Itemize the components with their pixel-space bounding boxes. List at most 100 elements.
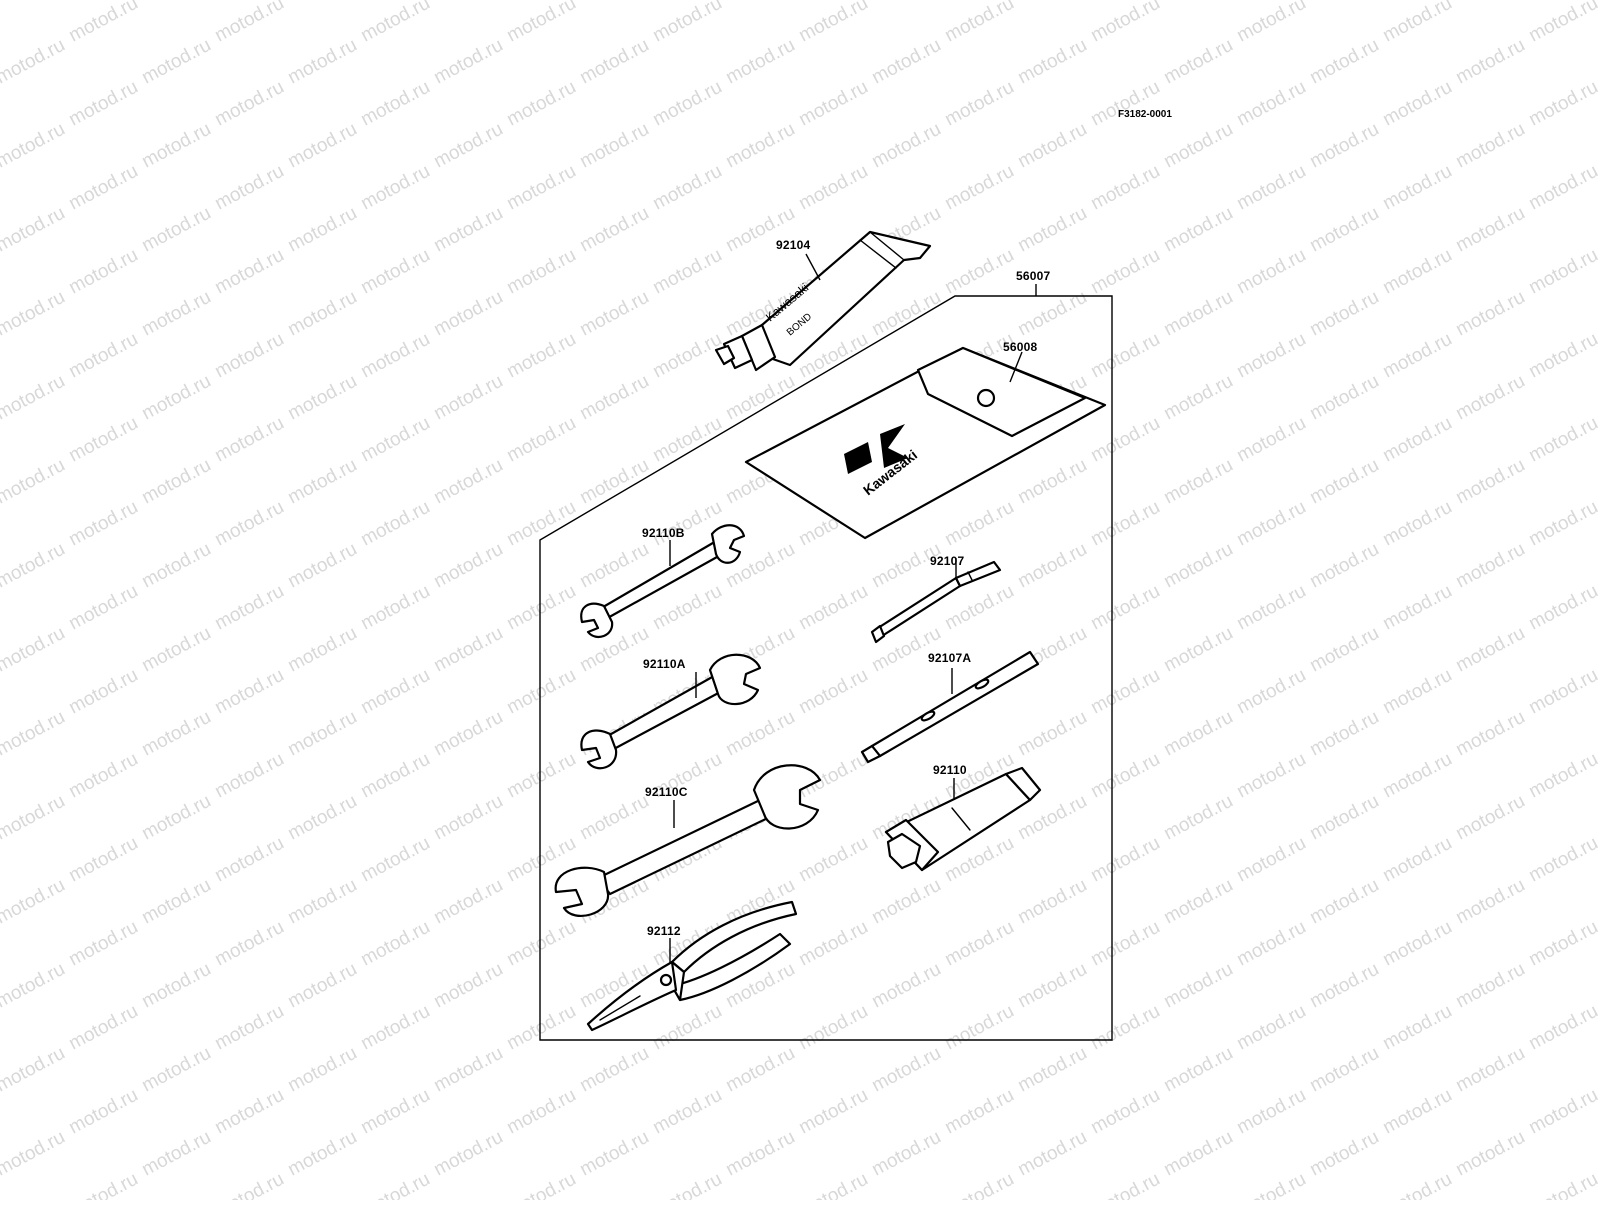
watermark-text: motod.ru: [576, 1043, 652, 1097]
watermark-text: motod.ru: [1160, 959, 1236, 1013]
watermark-text: motod.ru: [65, 917, 141, 971]
watermark-text: motod.ru: [1087, 77, 1163, 131]
watermark-text: motod.ru: [1160, 371, 1236, 425]
watermark-text: motod.ru: [1525, 0, 1600, 46]
watermark-text: motod.ru: [722, 1127, 798, 1181]
watermark-text: motod.ru: [430, 1043, 506, 1097]
watermark-text: motod.ru: [1014, 707, 1090, 761]
plug-wrench-92110: [884, 766, 1042, 872]
watermark-text: motod.ru: [138, 791, 214, 845]
watermark-text: motod.ru: [1452, 875, 1528, 929]
watermark-text: motod.ru: [1087, 833, 1163, 887]
watermark-text: motod.ru: [1306, 623, 1382, 677]
watermark-text: motod.ru: [795, 665, 871, 719]
watermark-text: motod.ru: [430, 35, 506, 89]
watermark-text: motod.ru: [65, 1085, 141, 1139]
watermark-text: motod.ru: [1160, 35, 1236, 89]
watermark-text: motod.ru: [941, 161, 1017, 215]
watermark-text: motod.ru: [941, 0, 1017, 46]
watermark-text: motod.ru: [65, 245, 141, 299]
watermark-text: motod.ru: [1525, 245, 1600, 299]
watermark-text: motod.ru: [430, 539, 506, 593]
watermark-text: motod.ru: [1452, 707, 1528, 761]
watermark-text: motod.ru: [795, 1001, 871, 1055]
watermark-text: motod.ru: [284, 1043, 360, 1097]
watermark-text: motod.ru: [1306, 0, 1382, 4]
watermark-text: motod.ru: [284, 707, 360, 761]
watermark-text: motod.ru: [1452, 791, 1528, 845]
watermark-text: motod.ru: [1160, 875, 1236, 929]
watermark-text: motod.ru: [576, 287, 652, 341]
watermark-text: motod.ru: [211, 665, 287, 719]
watermark-text: motod.ru: [284, 203, 360, 257]
watermark-text: motod.ru: [0, 791, 69, 845]
watermark-text: motod.ru: [1160, 791, 1236, 845]
screwdriver-92107a: [860, 650, 1040, 764]
watermark-text: motod.ru: [211, 581, 287, 635]
watermark-text: motod.ru: [1087, 581, 1163, 635]
watermark-text: motod.ru: [1233, 833, 1309, 887]
watermark-text: motod.ru: [868, 1127, 944, 1181]
watermark-text: motod.ru: [357, 917, 433, 971]
watermark-text: motod.ru: [1160, 455, 1236, 509]
callout-wrench-b: 92110B: [642, 526, 685, 540]
watermark-text: motod.ru: [576, 371, 652, 425]
watermark-text: motod.ru: [1233, 581, 1309, 635]
watermark-text: motod.ru: [430, 0, 506, 4]
watermark-text: motod.ru: [503, 413, 579, 467]
watermark-text: motod.ru: [1160, 0, 1236, 4]
watermark-text: motod.ru: [1087, 413, 1163, 467]
watermark-text: motod.ru: [0, 203, 69, 257]
watermark-text: motod.ru: [1306, 35, 1382, 89]
watermark-text: motod.ru: [430, 1127, 506, 1181]
watermark-text: motod.ru: [1160, 539, 1236, 593]
watermark-text: motod.ru: [1452, 959, 1528, 1013]
watermark-text: motod.ru: [503, 77, 579, 131]
watermark-text: motod.ru: [722, 119, 798, 173]
watermark-text: motod.ru: [722, 35, 798, 89]
watermark-text: motod.ru: [941, 917, 1017, 971]
watermark-text: motod.ru: [868, 0, 944, 4]
watermark-text: motod.ru: [1525, 581, 1600, 635]
watermark-text: motod.ru: [1525, 497, 1600, 551]
watermark-text: motod.ru: [941, 77, 1017, 131]
watermark-text: motod.ru: [649, 245, 725, 299]
watermark-text: motod.ru: [1087, 0, 1163, 46]
watermark-text: motod.ru: [1087, 329, 1163, 383]
watermark-text: motod.ru: [138, 203, 214, 257]
callout-wrench-c: 92110C: [645, 785, 688, 799]
watermark-text: motod.ru: [430, 287, 506, 341]
watermark-text: motod.ru: [0, 1127, 69, 1181]
watermark-text: motod.ru: [1014, 455, 1090, 509]
watermark-text: motod.ru: [357, 497, 433, 551]
watermark-text: motod.ru: [0, 1043, 69, 1097]
watermark-text: motod.ru: [138, 287, 214, 341]
callout-plug-wrench: 92110: [933, 763, 967, 777]
watermark-text: motod.ru: [357, 0, 433, 46]
bond-leader: [805, 253, 821, 281]
watermark-text: motod.ru: [1160, 707, 1236, 761]
watermark-text: motod.ru: [0, 959, 69, 1013]
watermark-text: motod.ru: [649, 77, 725, 131]
watermark-text: motod.ru: [1087, 1001, 1163, 1055]
watermark-text: motod.ru: [0, 707, 69, 761]
callout-pliers: 92112: [647, 924, 681, 938]
watermark-text: motod.ru: [211, 0, 287, 46]
watermark-text: motod.ru: [795, 1085, 871, 1139]
watermark-text: motod.ru: [1306, 1127, 1382, 1181]
watermark-text: motod.ru: [1452, 287, 1528, 341]
watermark-text: motod.ru: [1233, 77, 1309, 131]
watermark-text: motod.ru: [211, 1001, 287, 1055]
watermark-text: motod.ru: [1525, 329, 1600, 383]
watermark-text: motod.ru: [138, 455, 214, 509]
watermark-text: motod.ru: [1087, 1085, 1163, 1139]
watermark-text: motod.ru: [1160, 203, 1236, 257]
watermark-text: motod.ru: [795, 833, 871, 887]
watermark-text: motod.ru: [576, 119, 652, 173]
watermark-text: motod.ru: [138, 623, 214, 677]
watermark-text: motod.ru: [1379, 917, 1455, 971]
watermark-text: motod.ru: [65, 665, 141, 719]
watermark-text: motod.ru: [284, 623, 360, 677]
